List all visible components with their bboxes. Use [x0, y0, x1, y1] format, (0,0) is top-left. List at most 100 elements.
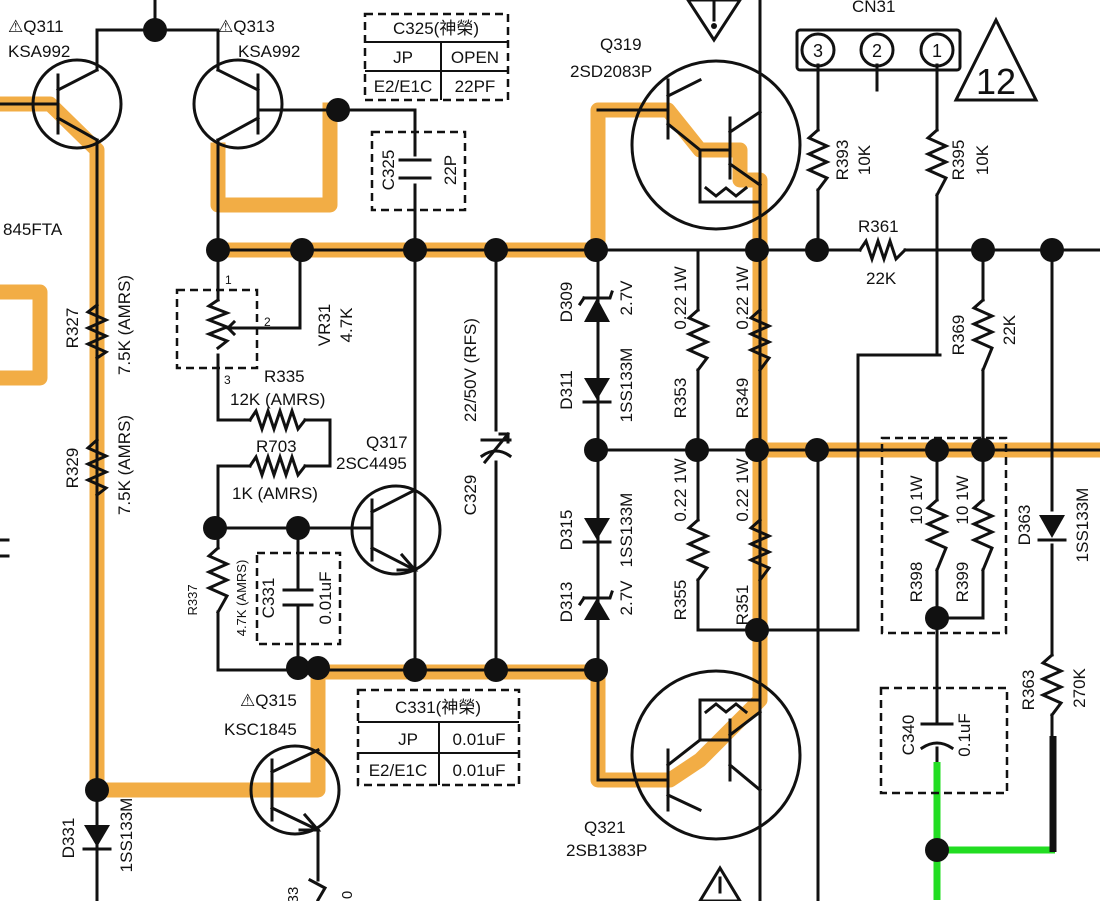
diode-d363: D363 1SS133M: [1015, 488, 1092, 563]
c325-table-r2c2: 22PF: [455, 77, 496, 96]
r363-ref: R363: [1019, 670, 1038, 711]
transistor-q317: Q317 2SC4495: [336, 433, 442, 576]
r355-ref: R355: [671, 580, 690, 621]
q321-part: 2SB1383P: [566, 841, 647, 860]
c331-table-r2c1: E2/E1C: [369, 761, 428, 780]
bottom-cut-labels: 33 0: [285, 887, 356, 901]
c325-table-r1c2: OPEN: [451, 48, 499, 67]
c325-table-r2c1: E2/E1C: [374, 77, 433, 96]
r398-ref: R398: [907, 562, 926, 603]
q317-part: 2SC4495: [336, 454, 407, 473]
r351-ref: R351: [733, 585, 752, 626]
cn31-pin-3: 3: [813, 41, 823, 61]
c340-ref: C340: [899, 715, 918, 756]
r399-ref: R399: [953, 562, 972, 603]
vr31-pin-2: 2: [264, 315, 271, 329]
r349-value: 0.22 1W: [733, 266, 752, 329]
q315-label: ⚠Q315: [240, 691, 297, 710]
r337-ref: R337: [185, 584, 200, 615]
transistor-q319: Q319 2SD2083P: [570, 35, 802, 231]
r335-ref: R335: [264, 367, 305, 386]
r393-value: 10K: [855, 144, 874, 175]
resistor-r361: R361 22K: [857, 217, 908, 288]
q315-part: KSC1845: [224, 720, 297, 739]
r703-value: 1K (AMRS): [232, 484, 318, 503]
r703-ref: R703: [256, 437, 297, 456]
zener-diode-d309: D309 2.7V: [557, 280, 636, 322]
c325-table-r1c1: JP: [393, 48, 413, 67]
d331-ref: D331: [59, 818, 78, 859]
resistor-r351: R351 0.22 1W: [733, 458, 773, 626]
r361-ref: R361: [858, 217, 899, 236]
r369-value: 22K: [1000, 314, 1019, 345]
resistor-r369: R369 22K: [949, 297, 1019, 372]
resistor-r395: R395 10K: [924, 127, 992, 198]
badge-number: 12: [976, 61, 1016, 102]
d315-ref: D315: [557, 510, 576, 551]
d315-value: 1SS133M: [617, 493, 636, 568]
r335-value: 12K (AMRS): [230, 390, 325, 409]
cn31-pin-2: 2: [872, 41, 882, 61]
green-trace: [933, 736, 1057, 900]
junction-dots: [85, 18, 1064, 862]
potentiometer-vr31: 1 2 3 VR31 4.7K: [175, 273, 356, 387]
vr31-pin-1: 1: [225, 273, 232, 287]
r349-ref: R349: [733, 378, 752, 419]
r395-value: 10K: [973, 144, 992, 175]
r337-value: 4.7K (AMRS): [234, 560, 249, 637]
transistor-q313: ⚠Q313 KSA992: [192, 17, 300, 150]
resistor-r393: R393 10K: [805, 127, 874, 193]
c329-ref: C329: [461, 475, 480, 516]
resistor-r329: R329 7.5K (AMRS): [63, 415, 134, 515]
resistor-r349: R349 0.22 1W: [733, 266, 773, 419]
d309-ref: D309: [557, 282, 576, 323]
d311-value: 1SS133M: [617, 348, 636, 423]
c340-value: 0.1uF: [955, 713, 974, 756]
r361-value: 22K: [866, 269, 897, 288]
r395-ref: R395: [949, 140, 968, 181]
d363-ref: D363: [1015, 505, 1034, 546]
resistor-r363: R363 270K: [1019, 652, 1089, 718]
r329-ref: R329: [63, 448, 82, 489]
r355-value: 0.22 1W: [671, 458, 690, 521]
c331-table-r1c1: JP: [398, 730, 418, 749]
q319-part: 2SD2083P: [570, 62, 652, 81]
q313-label: ⚠Q313: [218, 17, 275, 36]
c325-spec-table: C325(神榮) JP OPEN E2/E1C 22PF: [363, 12, 510, 102]
q313-part: KSA992: [238, 42, 300, 61]
resistor-r353: R353 0.22 1W: [671, 266, 711, 419]
c331-value: 0.01uF: [316, 572, 335, 625]
capacitor-c325: C325 22P: [370, 130, 467, 212]
r369-ref: R369: [949, 315, 968, 356]
r393-ref: R393: [833, 140, 852, 181]
c331-spec-table: C331(神榮) JP 0.01uF E2/E1C 0.01uF: [356, 688, 521, 787]
r363-value: 270K: [1070, 667, 1089, 707]
d363-value: 1SS133M: [1073, 488, 1092, 563]
d309-value: 2.7V: [617, 280, 636, 316]
r353-ref: R353: [671, 378, 690, 419]
q311-part: KSA992: [8, 42, 70, 61]
r327-ref: R327: [63, 308, 82, 349]
c325-table-title: C325(神榮): [393, 19, 479, 38]
resistor-r703: R703 1K (AMRS): [232, 437, 318, 503]
r353-value: 0.22 1W: [671, 266, 690, 329]
r398-value: 10 1W: [907, 475, 926, 524]
sheet-badge: 12: [953, 16, 1039, 102]
q321-ref: Q321: [584, 818, 626, 837]
r399-value: 10 1W: [953, 475, 972, 524]
c331-ref: C331: [259, 578, 278, 619]
bottom-label-a: 33: [285, 887, 302, 901]
resistors-r398-r399: 10 1W 10 1W R398 R399: [880, 436, 1008, 635]
c331-table-r1c2: 0.01uF: [453, 730, 506, 749]
r351-value: 0.22 1W: [733, 458, 752, 521]
r329-value: 7.5K (AMRS): [115, 415, 134, 515]
warning-triangle-icon: [686, 0, 742, 901]
d311-ref: D311: [557, 370, 576, 409]
q317-ref: Q317: [366, 433, 408, 452]
connector-cn31: CN31 3 2 1: [795, 0, 962, 72]
capacitor-c331: C331 0.01uF: [255, 551, 342, 646]
transistor-q315: ⚠Q315 KSC1845: [224, 691, 341, 836]
resistor-r337: R337 4.7K (AMRS): [185, 545, 249, 637]
resistor-r355: R355 0.22 1W: [671, 458, 711, 621]
